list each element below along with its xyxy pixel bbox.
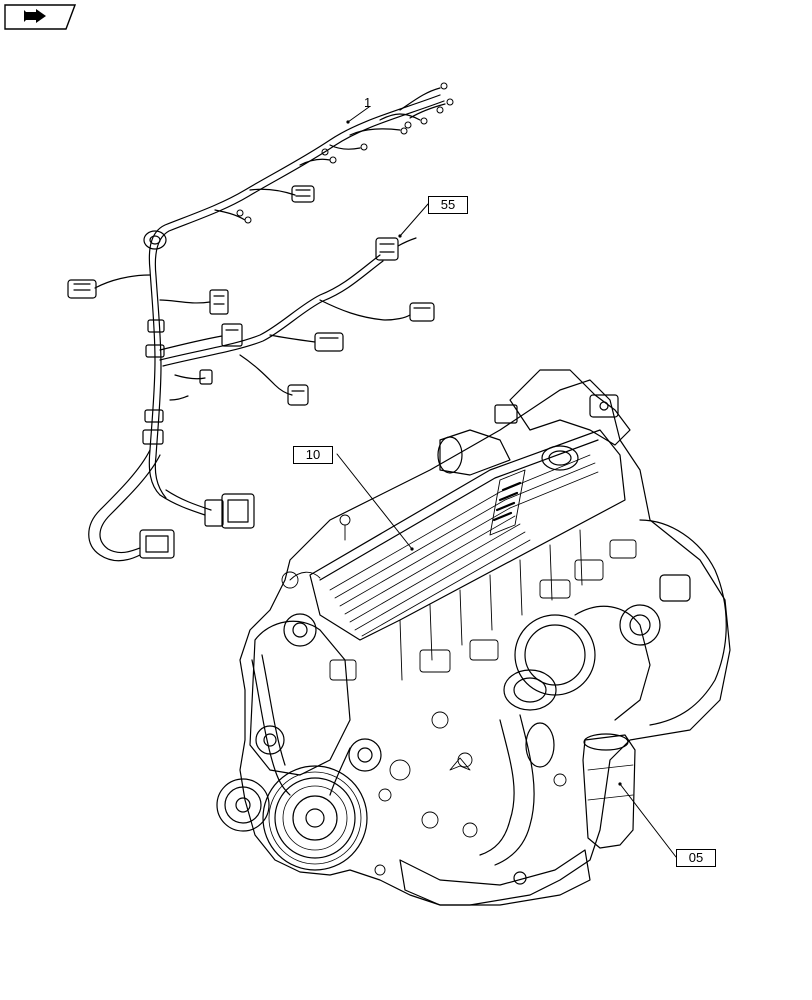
page-navigation-arrow-icon — [4, 4, 77, 30]
callout-label-engine: 10 — [293, 446, 333, 464]
leader-filter — [619, 783, 677, 858]
leader-harness — [347, 106, 370, 123]
callout-label-harness: 1 — [364, 95, 372, 110]
callout-label-connector: 55 — [428, 196, 468, 214]
wiring-harness — [67, 82, 454, 562]
engine-assembly — [216, 369, 731, 906]
leader-engine — [336, 453, 413, 550]
callout-label-filter: 05 — [676, 849, 716, 867]
page-navigation-tag[interactable] — [4, 4, 77, 30]
leader-connector — [399, 203, 429, 237]
callout-leaders — [336, 106, 677, 858]
